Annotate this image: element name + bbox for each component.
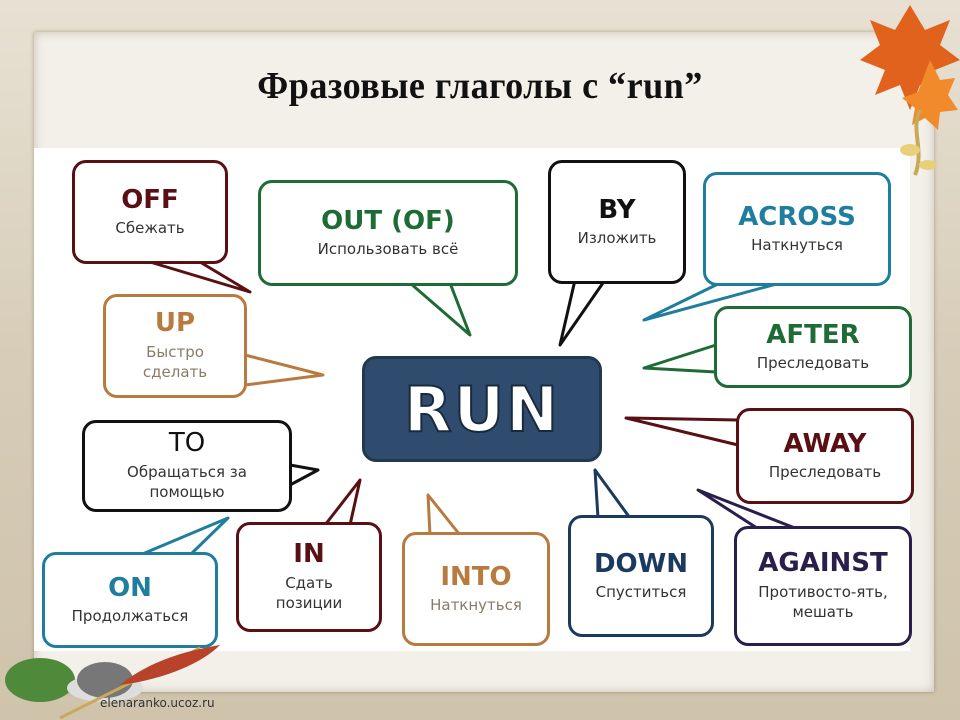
bubble-meaning: Преследовать bbox=[768, 463, 882, 482]
bubble-meaning: Сдать позиции bbox=[275, 574, 343, 613]
bubble-meaning: Преследовать bbox=[756, 354, 870, 373]
center-word-box: RUN bbox=[362, 356, 602, 462]
bubble-away: AWAY Преследовать bbox=[736, 408, 914, 504]
bubble-word: AGAINST bbox=[758, 548, 888, 579]
bubble-down: DOWN Спуститься bbox=[568, 515, 714, 637]
bubble-meaning: Наткнуться bbox=[430, 596, 522, 615]
bubble-meaning: Противосто-ять, мешать bbox=[758, 583, 888, 622]
bubble-word: DOWN bbox=[593, 548, 689, 579]
bubble-after: AFTER Преследовать bbox=[714, 306, 912, 388]
bubble-meaning: Быстро сделать bbox=[142, 343, 208, 382]
bubble-word: ON bbox=[108, 572, 152, 603]
bubble-off: OFF Сбежать bbox=[72, 160, 228, 264]
bubble-meaning: Сбежать bbox=[115, 219, 185, 238]
bubble-meaning: Спуститься bbox=[595, 583, 687, 602]
bubble-out-of: OUT (OF) Использовать всё bbox=[258, 180, 518, 286]
bubble-into: INTO Наткнуться bbox=[402, 532, 550, 646]
quill-inkwell-icon bbox=[5, 645, 220, 720]
bubble-in: IN Сдать позиции bbox=[236, 522, 382, 632]
bubble-meaning: Продолжаться bbox=[71, 607, 189, 626]
bubble-word: UP bbox=[154, 308, 196, 339]
bubble-word: OUT (OF) bbox=[321, 205, 455, 236]
bubble-word: AFTER bbox=[766, 319, 860, 350]
bubble-word: OFF bbox=[121, 184, 179, 215]
bubble-meaning: Обращаться за помощью bbox=[127, 463, 247, 502]
bubble-to: TO Обращаться за помощью bbox=[82, 420, 292, 512]
footer-credit: elenaranko.ucoz.ru bbox=[100, 696, 215, 710]
bubble-word: ACROSS bbox=[738, 201, 856, 232]
bubble-meaning: Изложить bbox=[577, 229, 657, 248]
bubble-on: ON Продолжаться bbox=[42, 552, 218, 648]
bubble-against: AGAINST Противосто-ять, мешать bbox=[734, 526, 912, 646]
bubble-word: TO bbox=[168, 428, 206, 459]
autumn-leaves-icon bbox=[860, 5, 960, 176]
bubble-by: BY Изложить bbox=[548, 160, 686, 284]
bubble-up: UP Быстро сделать bbox=[103, 294, 247, 398]
bubble-meaning: Наткнуться bbox=[751, 236, 843, 255]
bubble-word: AWAY bbox=[783, 428, 867, 459]
center-word: RUN bbox=[403, 372, 560, 447]
bubble-meaning: Использовать всё bbox=[317, 240, 459, 259]
bubble-across: ACROSS Наткнуться bbox=[703, 172, 891, 286]
bubble-word: BY bbox=[598, 194, 636, 225]
slide-title: Фразовые глаголы с “run” bbox=[257, 65, 703, 107]
bubble-word: IN bbox=[293, 539, 325, 570]
bubble-word: INTO bbox=[440, 561, 512, 592]
